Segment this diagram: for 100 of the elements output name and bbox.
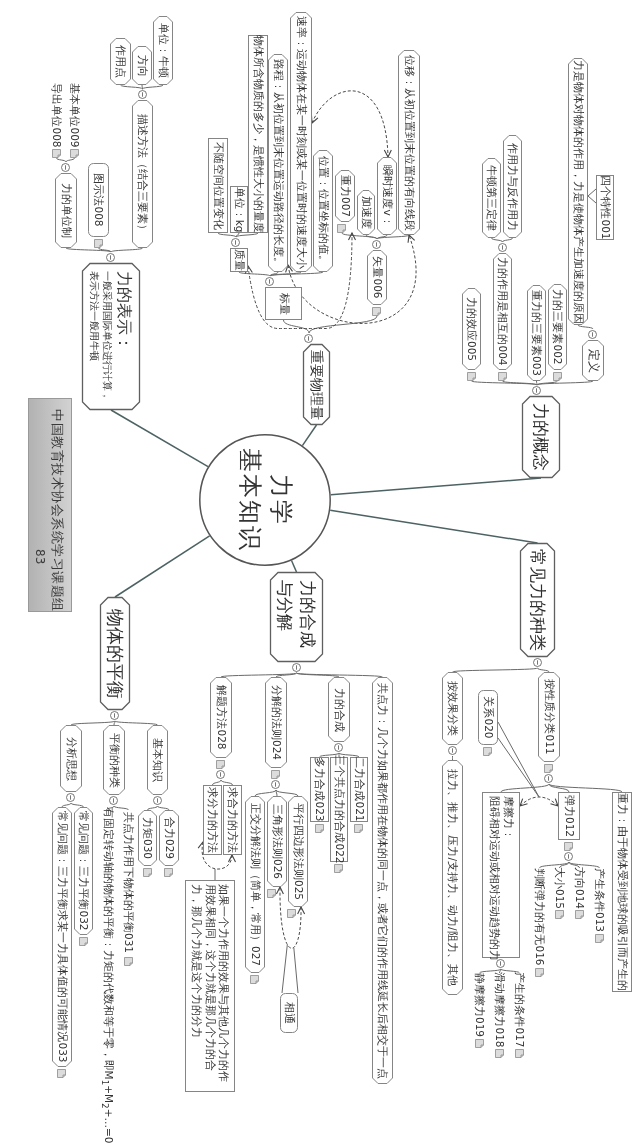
topic-text: 弹力012: [562, 794, 576, 837]
topic-text: 按性质分类011: [542, 679, 556, 755]
branch-line: [275, 789, 278, 797]
branch-line: [548, 783, 623, 793]
topic-box: 拉力、推力、压力/支持力、动力/阻力、其他: [442, 760, 463, 995]
topic-box: [548, 284, 567, 381]
subtitle-text: 基本知识: [235, 448, 265, 552]
callout-pointer: [587, 188, 597, 204]
topic-text: 质量: [232, 249, 246, 271]
main-topic-box: [522, 385, 560, 478]
branch-line: [536, 380, 538, 386]
branch-line: [110, 409, 209, 468]
topic-text: 分析思想: [64, 736, 78, 781]
topic-text: 按效果分类: [446, 681, 460, 736]
topic-box: 三角形法则026: [267, 796, 287, 887]
relationship-arrow: [311, 90, 392, 158]
branch-line: [376, 234, 410, 240]
topic-text: 力的三要素002: [551, 289, 565, 365]
topic-box: 瞬时速度v：: [377, 157, 397, 235]
branch-line: [502, 237, 513, 243]
branch-line: [220, 779, 233, 786]
branch-line: [235, 232, 240, 238]
branch-line: [114, 535, 211, 598]
topic-label: 产生条件013: [593, 868, 606, 932]
branch-line: [70, 802, 84, 808]
topic-box: 二力合成021: [350, 757, 368, 822]
branch-line: [275, 672, 297, 678]
branch-line: [539, 861, 570, 869]
topic-box: 力是物体对物体的作用，力是使物体产生加速度的原因: [568, 58, 588, 325]
topic-text: 力的合成: [332, 687, 346, 732]
topic-box: [60, 725, 82, 803]
topic-box: 位置：位置坐标的值。: [313, 150, 333, 272]
branch-line: [238, 271, 271, 277]
banner-text: 中国教育技术协会系统学习课题组: [49, 409, 65, 612]
callout-box: 关系020: [478, 690, 498, 745]
topic-label: 大小015: [553, 868, 566, 908]
branch-line: [559, 861, 570, 869]
topic-box: 不随空间位置变化: [208, 138, 228, 233]
topic-box: 三个共点力的合成022: [330, 757, 348, 862]
topic-box: [582, 329, 604, 381]
topic-box: 共点力：几个力如果都作用在物体的同一点，或者它们的作用线延长后相交于一点: [372, 677, 393, 1084]
branch-line: [471, 380, 538, 386]
branch-line: [319, 752, 340, 758]
main-topic-box: [270, 572, 323, 673]
topic-label: 产生的条件017: [513, 973, 526, 1047]
branch-line: [157, 805, 170, 811]
branch-line: [341, 232, 378, 240]
topic-box: [103, 725, 125, 806]
topic-text: 重力007: [338, 174, 352, 217]
branch-line: [235, 232, 259, 238]
topic-text: 力的概念: [530, 403, 553, 471]
topic-box: 正交分解法则（简单，常用）027: [245, 796, 265, 973]
topic-box: 作用力与反作用力: [503, 135, 522, 238]
topic-text: 常见力的种类: [526, 549, 549, 651]
branch-line: [308, 315, 378, 334]
branch-line: [275, 789, 299, 797]
topic-text: 解题方法028: [214, 685, 228, 750]
banner-number: 83: [33, 549, 47, 565]
topic-text: 力的合成与分解: [274, 580, 319, 651]
topic-box: 物体所含物质的多少，是惯性大小的量度: [248, 35, 268, 233]
branch-line: [338, 752, 360, 758]
topic-box: [147, 725, 168, 806]
topic-box: [442, 672, 463, 756]
branch-line: [499, 968, 502, 974]
topic-text: 分解的法则024: [269, 684, 283, 760]
branch-line: [301, 424, 318, 447]
topic-box: 求分力的方法: [203, 785, 222, 855]
topic-box: [538, 672, 560, 784]
topic-box: [210, 677, 232, 780]
branch-line: [114, 720, 158, 726]
callout-box: 相通: [280, 993, 298, 1033]
topic-box: 多力合成023: [310, 757, 329, 822]
topic-box: [328, 677, 350, 753]
branch-line: [479, 968, 502, 974]
relationship-arrow: [276, 886, 305, 949]
topic-label: 方向014: [573, 868, 586, 908]
branch-line: [110, 247, 143, 253]
topic-box: 常见问题：三力平衡求某一力具体值的可能情况033: [52, 807, 72, 1067]
topic-box: 力矩030: [138, 810, 157, 866]
topic-box: 方向: [132, 46, 152, 85]
topic-label: 共点力作用下物体的平衡031: [122, 810, 135, 955]
topic-label: 导出单位008: [50, 83, 64, 148]
branch-line: [120, 84, 143, 90]
topic-text: 矢量006: [370, 256, 384, 299]
topic-box: 合力029: [159, 810, 179, 866]
branch-line: [500, 968, 520, 974]
topic-body: 一般采用国际单位进行计算，表示方法一般用牛顿: [87, 271, 114, 403]
branch-line: [376, 234, 388, 240]
topic-text: 重要物理量: [308, 349, 326, 420]
topic-box: 重力的三要素003: [527, 285, 546, 381]
topic-heading: 力的表示：: [114, 271, 135, 351]
branch-line: [568, 861, 580, 869]
topic-box: 求合力的方法: [223, 785, 242, 855]
topic-box: [462, 288, 481, 381]
branch-line: [141, 84, 143, 90]
topic-box: 单位：kg: [230, 186, 248, 233]
topic-box: [230, 237, 248, 272]
topic-box: 平行四边形法则025: [288, 796, 308, 907]
branch-line: [220, 672, 297, 678]
branch-line: [269, 271, 279, 277]
